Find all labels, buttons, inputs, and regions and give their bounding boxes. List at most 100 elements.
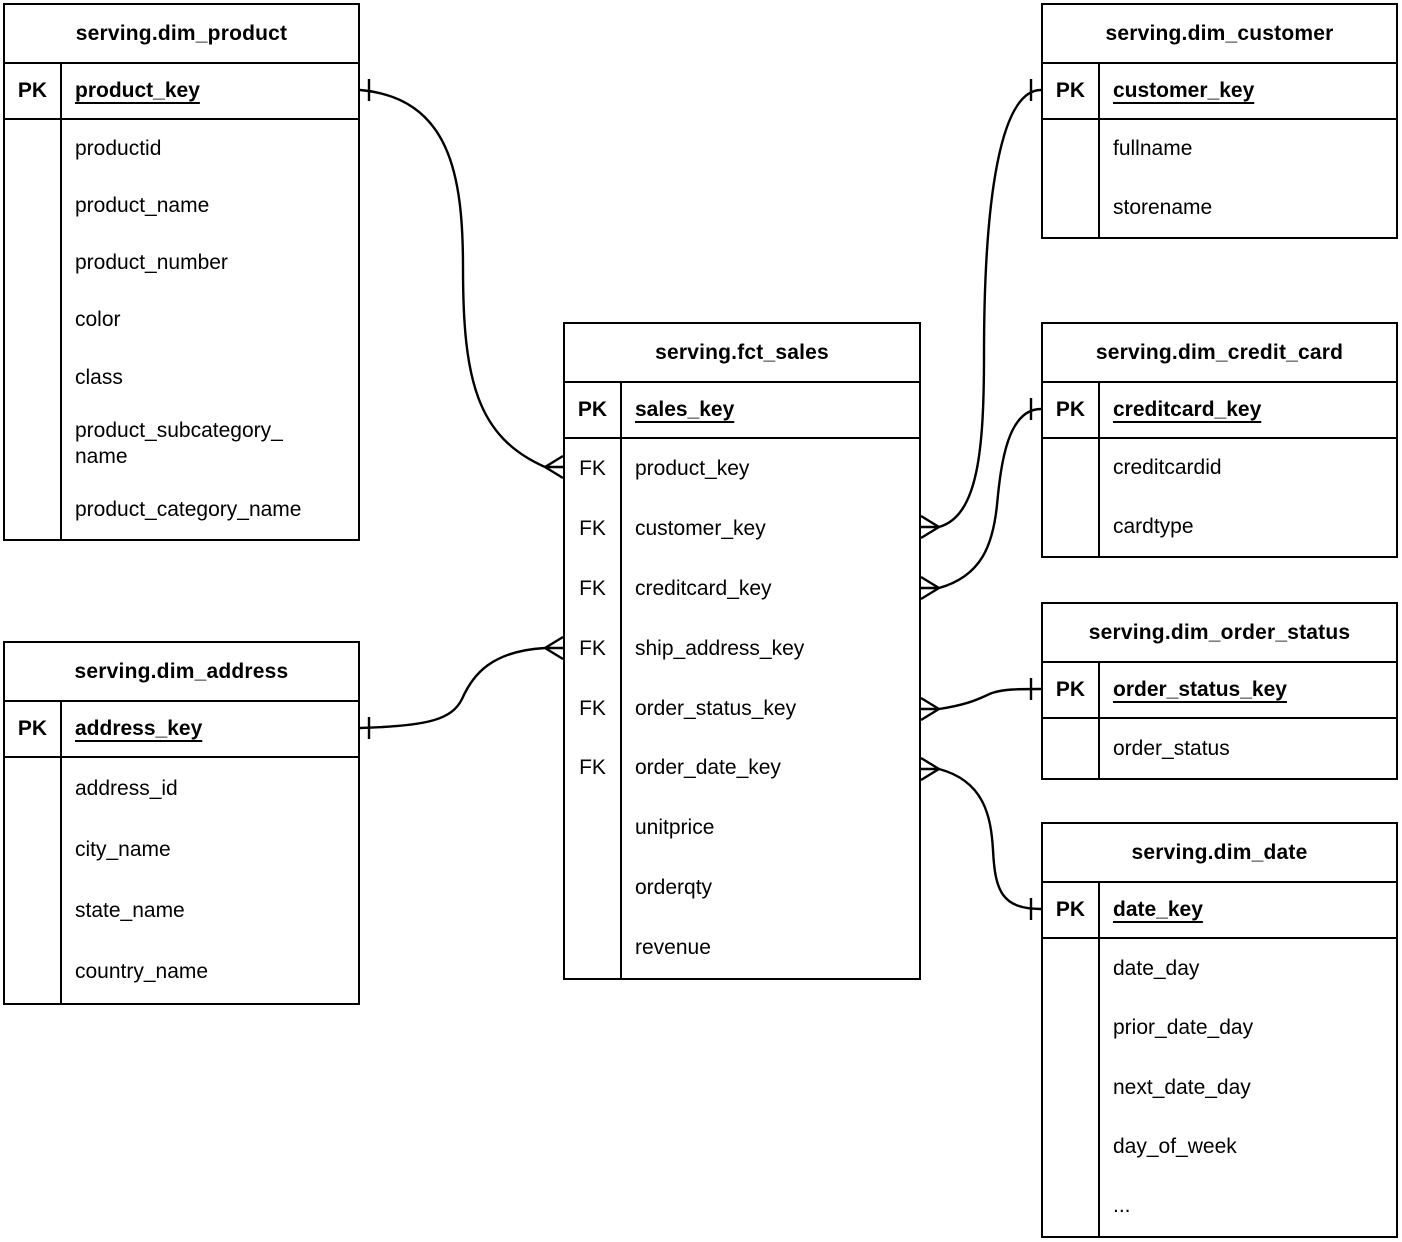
key-cell: [565, 858, 622, 919]
table-row: date_day: [1043, 939, 1396, 999]
pk-badge: PK: [1043, 883, 1100, 937]
field-name: address_id: [75, 776, 178, 800]
fk-badge: FK: [565, 738, 622, 799]
relationship-line: [938, 88, 1042, 529]
field-list: date_day prior_date_day next_date_day day_o…: [1043, 939, 1396, 1237]
table-title: serving.dim_order_status: [1043, 604, 1396, 663]
fk-badge: FK: [565, 558, 622, 619]
key-cell: [5, 291, 62, 349]
table-row: product_category_name: [5, 481, 358, 539]
key-cell: [5, 880, 62, 942]
pk-field-name: sales_key: [635, 398, 735, 421]
table-row: cardtype: [1043, 497, 1396, 556]
field-name: storename: [1113, 195, 1213, 219]
primary-key-row: PK customer_key: [1043, 64, 1396, 120]
crow-foot-icon: [920, 575, 940, 601]
table-row: country_name: [5, 941, 358, 1003]
table-row: state_name: [5, 880, 358, 942]
pk-badge: PK: [565, 383, 622, 437]
crow-foot-icon: [920, 514, 940, 540]
table-row: day_of_week: [1043, 1117, 1396, 1177]
key-cell: [1043, 497, 1100, 556]
primary-key-row: PK date_key: [1043, 883, 1396, 939]
pk-badge: PK: [5, 64, 62, 118]
relationship-fct_sales-dim_credit_card: [920, 398, 1042, 601]
field-name: state_name: [75, 899, 185, 923]
field-name: revenue: [635, 936, 711, 960]
key-cell: [5, 481, 62, 539]
relationship-line: [938, 687, 1042, 711]
key-cell: [1043, 1176, 1100, 1237]
field-name: class: [75, 365, 123, 389]
table-row: prior_date_day: [1043, 998, 1396, 1058]
key-cell: [1043, 1057, 1100, 1118]
primary-key-row: PK address_key: [5, 702, 358, 758]
entity-table-dim_order_status: serving.dim_order_status PK order_status…: [1041, 602, 1398, 780]
field-name: next_date_day: [1113, 1075, 1251, 1099]
field-name: order_date_key: [635, 756, 781, 780]
key-cell: [5, 406, 62, 482]
table-row: FK order_date_key: [565, 738, 919, 799]
field-name: creditcard_key: [635, 576, 772, 600]
table-row: next_date_day: [1043, 1057, 1396, 1118]
key-cell: [565, 918, 622, 979]
fk-badge: FK: [565, 498, 622, 559]
pk-field-name: date_key: [1113, 898, 1203, 921]
table-title: serving.dim_customer: [1043, 5, 1396, 64]
pk-badge: PK: [1043, 663, 1100, 717]
key-cell: [1043, 1117, 1100, 1177]
pk-field-name: address_key: [75, 717, 203, 740]
primary-key-row: PK sales_key: [565, 383, 919, 439]
table-row: FK creditcard_key: [565, 558, 919, 619]
field-name: productid: [75, 136, 162, 160]
key-cell: [5, 941, 62, 1003]
pk-field-name: order_status_key: [1113, 678, 1287, 701]
key-cell: [5, 177, 62, 235]
table-row: class: [5, 348, 358, 407]
entity-table-dim_product: serving.dim_product PK product_key produ…: [3, 3, 360, 541]
relationship-line: [359, 88, 546, 469]
table-row: order_status: [1043, 719, 1396, 778]
key-cell: [5, 758, 62, 820]
table-row: storename: [1043, 178, 1396, 237]
field-name: date_day: [1113, 956, 1200, 980]
relationship-line: [359, 646, 546, 730]
field-name: country_name: [75, 960, 209, 984]
key-cell: [5, 819, 62, 881]
entity-table-dim_customer: serving.dim_customer PK customer_key ful…: [1041, 3, 1398, 239]
field-list: creditcardid cardtype: [1043, 439, 1396, 556]
field-name: orderqty: [635, 876, 713, 900]
field-name: creditcardid: [1113, 456, 1222, 480]
table-row: ...: [1043, 1176, 1396, 1237]
relationship-fct_sales-dim_product: [359, 79, 564, 480]
relationship-fct_sales-dim_address: [359, 635, 564, 739]
primary-key-row: PK order_status_key: [1043, 663, 1396, 719]
field-list: order_status: [1043, 719, 1396, 778]
crow-foot-icon: [920, 756, 940, 782]
table-row: city_name: [5, 819, 358, 881]
table-title: serving.fct_sales: [565, 324, 919, 383]
field-name: day_of_week: [1113, 1134, 1237, 1158]
table-row: product_number: [5, 234, 358, 292]
relationship-fct_sales-dim_order_status: [920, 678, 1042, 722]
key-cell: [1043, 719, 1100, 778]
table-row: fullname: [1043, 120, 1396, 179]
entity-table-dim_address: serving.dim_address PK address_key addre…: [3, 641, 360, 1005]
key-cell: [5, 348, 62, 407]
relationship-line: [938, 767, 1042, 911]
table-row: product_subcategory_ name: [5, 406, 358, 482]
field-list: address_id city_name state_name country_nam…: [5, 758, 358, 1003]
key-cell: [565, 798, 622, 859]
table-title: serving.dim_credit_card: [1043, 324, 1396, 383]
table-title: serving.dim_date: [1043, 824, 1396, 883]
pk-field-name: customer_key: [1113, 79, 1255, 102]
crow-foot-icon: [544, 454, 564, 480]
fk-badge: FK: [565, 439, 622, 499]
